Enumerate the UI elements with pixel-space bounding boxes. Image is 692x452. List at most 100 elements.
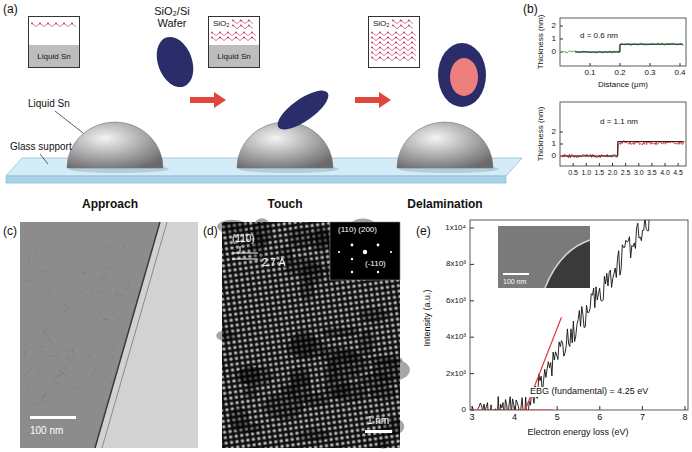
- sio2-atom: [371, 57, 373, 59]
- sio2-atom: [232, 20, 234, 22]
- scale-bar: [30, 416, 76, 419]
- film-texture: [28, 259, 29, 263]
- film-texture: [57, 386, 58, 388]
- sio2-network: [372, 32, 416, 35]
- film-texture: [106, 344, 108, 345]
- lattice-shade: [217, 220, 247, 234]
- tick-mark: [470, 373, 474, 374]
- sio2-atom: [400, 25, 402, 27]
- sio2-atom: [392, 25, 394, 27]
- annotation: (-110): [365, 260, 386, 269]
- axis-title: Distance (μm): [598, 81, 648, 90]
- film-texture: [37, 370, 43, 377]
- fit-line: [472, 409, 553, 410]
- sio2-network: [393, 20, 413, 23]
- step-arrow: [190, 92, 226, 108]
- tick-label: 0.3: [644, 69, 655, 78]
- film-texture: [25, 280, 30, 282]
- sio2-atom: [251, 32, 253, 34]
- tick-mark: [599, 406, 600, 410]
- axis-title: Electron energy loss (eV): [527, 428, 628, 438]
- tick-label: 0: [552, 48, 556, 57]
- sio2-atom: [240, 20, 242, 22]
- panel-letter: (e): [416, 225, 431, 238]
- leader-line: [55, 111, 83, 133]
- panel-letter: (b): [523, 3, 538, 16]
- sio2-atom: [47, 23, 49, 25]
- sio2-atom: [63, 23, 65, 25]
- lattice-shade: [289, 227, 313, 249]
- lattice-shade: [289, 367, 311, 387]
- tick-label: 8x10³: [446, 260, 466, 269]
- tick-mark: [685, 406, 686, 410]
- lattice-shade: [299, 429, 330, 441]
- scale-bar: [365, 430, 392, 433]
- material-label: Liquid Sn: [217, 53, 250, 61]
- liquid-sn-layer: [209, 45, 259, 67]
- plot-area: [472, 220, 654, 410]
- lattice-shade: [359, 308, 388, 323]
- sio2-atom: [227, 32, 229, 34]
- film-texture: [97, 291, 102, 292]
- tick-mark: [625, 163, 626, 166]
- film-texture: [117, 318, 123, 321]
- tem-image: [20, 222, 198, 448]
- lattice-shade: [315, 229, 330, 247]
- sio2-atom: [371, 52, 373, 54]
- sio2-network: [233, 25, 253, 28]
- annotation: (110) (200): [338, 226, 377, 235]
- tick-label: 2.5: [621, 169, 631, 177]
- sio2-network: [32, 23, 76, 26]
- film-texture: [86, 288, 88, 290]
- lattice-shade: [359, 330, 373, 356]
- sio2-atom: [408, 20, 410, 22]
- tick-mark: [678, 163, 679, 166]
- panel-d: [216, 218, 410, 449]
- film-texture: [64, 349, 71, 351]
- scale-label: 1 nm: [367, 415, 389, 426]
- sio2-atom: [235, 37, 237, 39]
- layer-label: SiO₂: [212, 20, 230, 28]
- film-texture: [113, 342, 116, 349]
- tick-mark: [573, 163, 574, 166]
- lattice-shade: [235, 367, 273, 385]
- sio2-atom: [243, 37, 245, 39]
- annotation: d = 0.6 nm: [580, 32, 618, 41]
- sio2-film: [450, 58, 478, 96]
- tick-label: 0.1: [584, 69, 595, 78]
- sio2-atom: [387, 52, 389, 54]
- diffraction-spot: [351, 258, 353, 260]
- film-texture: [62, 310, 66, 311]
- film-texture: [87, 354, 93, 358]
- tick-label: 4: [512, 413, 517, 423]
- sio2-atom: [251, 37, 253, 39]
- inset-box: SiO₂ Liquid Sn: [208, 16, 260, 68]
- film-texture: [122, 243, 125, 248]
- axis-title: Thickness (nm): [537, 15, 546, 70]
- film-texture: [92, 369, 97, 375]
- sio2-network: [372, 57, 416, 60]
- sio2-atom: [371, 42, 373, 44]
- film-texture: [81, 272, 85, 273]
- film-texture: [90, 306, 92, 307]
- tick-mark: [470, 264, 474, 265]
- tick-label: 4x10³: [446, 333, 466, 342]
- tick-mark: [586, 163, 587, 166]
- film-texture: [109, 323, 110, 324]
- tick-mark: [560, 144, 563, 145]
- film-texture: [43, 400, 46, 402]
- tick-mark: [638, 163, 639, 166]
- diffraction-spot: [377, 271, 379, 273]
- film-texture: [79, 300, 81, 303]
- liquid-sn-droplet: [67, 122, 163, 168]
- film-texture: [50, 339, 53, 346]
- film-texture: [81, 290, 83, 295]
- tick-mark: [651, 163, 652, 166]
- part-label: Glass support: [10, 141, 72, 152]
- sem-flake: [498, 226, 590, 288]
- tick-label: 4.5: [673, 169, 683, 177]
- film-texture: [29, 399, 35, 404]
- film-texture: [105, 317, 107, 320]
- sio2-atom: [235, 32, 237, 34]
- sio2-atom: [403, 57, 405, 59]
